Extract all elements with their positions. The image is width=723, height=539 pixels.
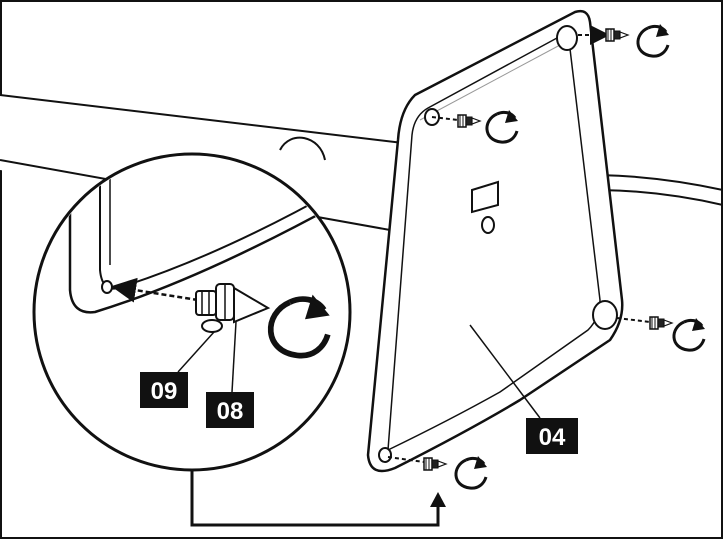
callout-08-text: 08 <box>217 398 244 425</box>
washer-09 <box>201 319 223 333</box>
leader-line-04 <box>469 324 541 419</box>
screw-top-right <box>578 22 671 58</box>
callout-04-text: 04 <box>539 424 566 451</box>
callout-09-text: 09 <box>151 378 178 405</box>
screw-bottom-left <box>387 454 489 490</box>
screw-08 <box>195 283 271 324</box>
panel-04 <box>366 9 624 473</box>
screw-top-left <box>431 108 520 144</box>
callout-04: 04 <box>526 418 578 454</box>
connector-arrow <box>190 470 440 527</box>
callout-09: 09 <box>140 372 188 408</box>
callout-08: 08 <box>206 392 254 428</box>
screw-bottom-right <box>616 316 707 352</box>
